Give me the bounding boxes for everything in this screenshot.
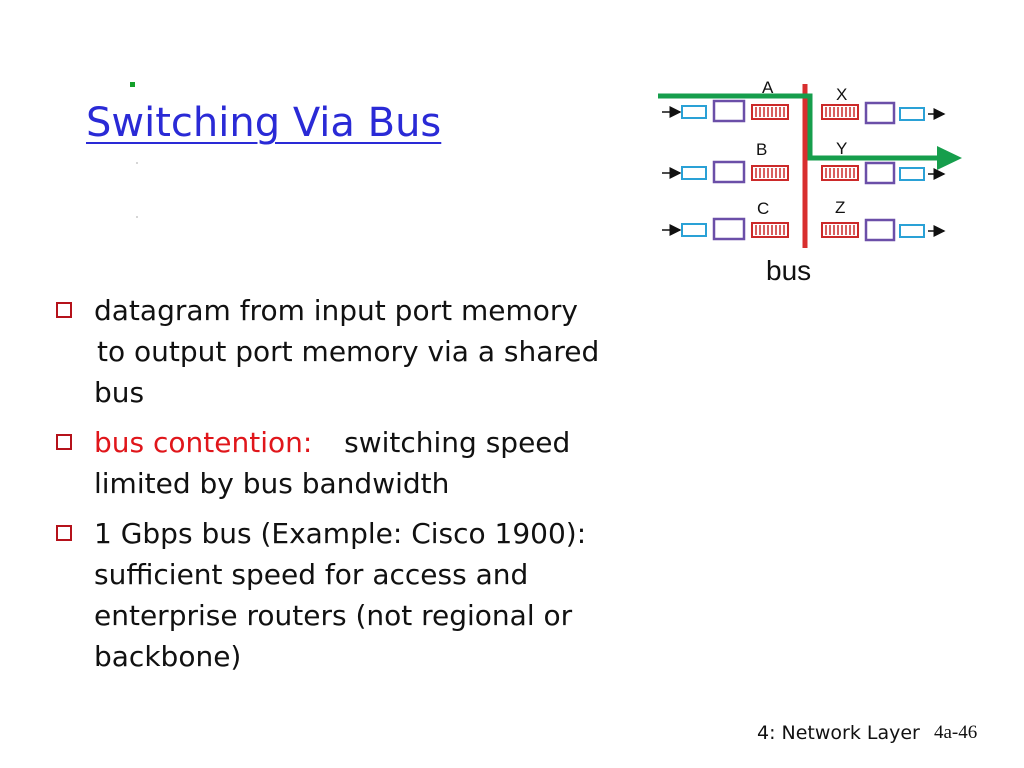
bullet-list: datagram from input port memory to outpu… bbox=[56, 290, 676, 677]
slide-title: Switching Via Bus bbox=[86, 100, 442, 146]
port-label-x: X bbox=[836, 85, 847, 104]
port-label-a: A bbox=[762, 78, 774, 97]
bullet-item: 1 Gbps bus (Example: Cisco 1900): suffic… bbox=[56, 513, 676, 677]
bullet-square-icon bbox=[56, 434, 72, 450]
bus-label: bus bbox=[766, 255, 811, 286]
port-label-z: Z bbox=[835, 198, 845, 217]
input-port-c bbox=[662, 217, 789, 241]
output-port-y bbox=[821, 161, 946, 185]
input-port-b bbox=[662, 160, 789, 184]
output-port-x bbox=[821, 101, 946, 125]
port-label-b: B bbox=[756, 140, 767, 159]
bullet-item: datagram from input port memory to outpu… bbox=[56, 290, 676, 413]
bullet-text-line: to output port memory via a shared bbox=[97, 335, 600, 368]
bullet-item: bus contention: switching speed limited … bbox=[56, 422, 676, 504]
bullet-square-icon bbox=[56, 525, 72, 541]
faint-dot bbox=[136, 216, 138, 218]
footer-section-label: 4: Network Layer bbox=[757, 722, 920, 744]
bullet-text-line: bus bbox=[94, 376, 145, 409]
bus-switching-diagram: A B C X Y Z bus bbox=[658, 78, 962, 286]
bullet-text-line: datagram from input port memory bbox=[94, 294, 578, 327]
bullet-text-line: switching speed bbox=[344, 426, 571, 459]
port-label-c: C bbox=[757, 199, 769, 218]
bullet-text-line: backbone) bbox=[94, 640, 242, 673]
bullet-highlight-text: bus contention: bbox=[94, 426, 313, 459]
title-dot bbox=[130, 82, 135, 87]
bullet-text-line: sufficient speed for access and bbox=[94, 558, 529, 591]
switching-path bbox=[658, 93, 942, 161]
footer-page-number: 4a-46 bbox=[934, 722, 978, 743]
path-arrowhead bbox=[937, 146, 962, 170]
input-port-a bbox=[662, 99, 789, 123]
bullet-square-icon bbox=[56, 302, 72, 318]
output-port-z bbox=[821, 218, 946, 242]
faint-dot bbox=[136, 162, 138, 164]
bullet-text-line: enterprise routers (not regional or bbox=[94, 599, 573, 632]
port-label-y: Y bbox=[836, 139, 847, 158]
bullet-text-line: limited by bus bandwidth bbox=[94, 467, 450, 500]
bullet-text-line: 1 Gbps bus (Example: Cisco 1900): bbox=[94, 517, 587, 550]
